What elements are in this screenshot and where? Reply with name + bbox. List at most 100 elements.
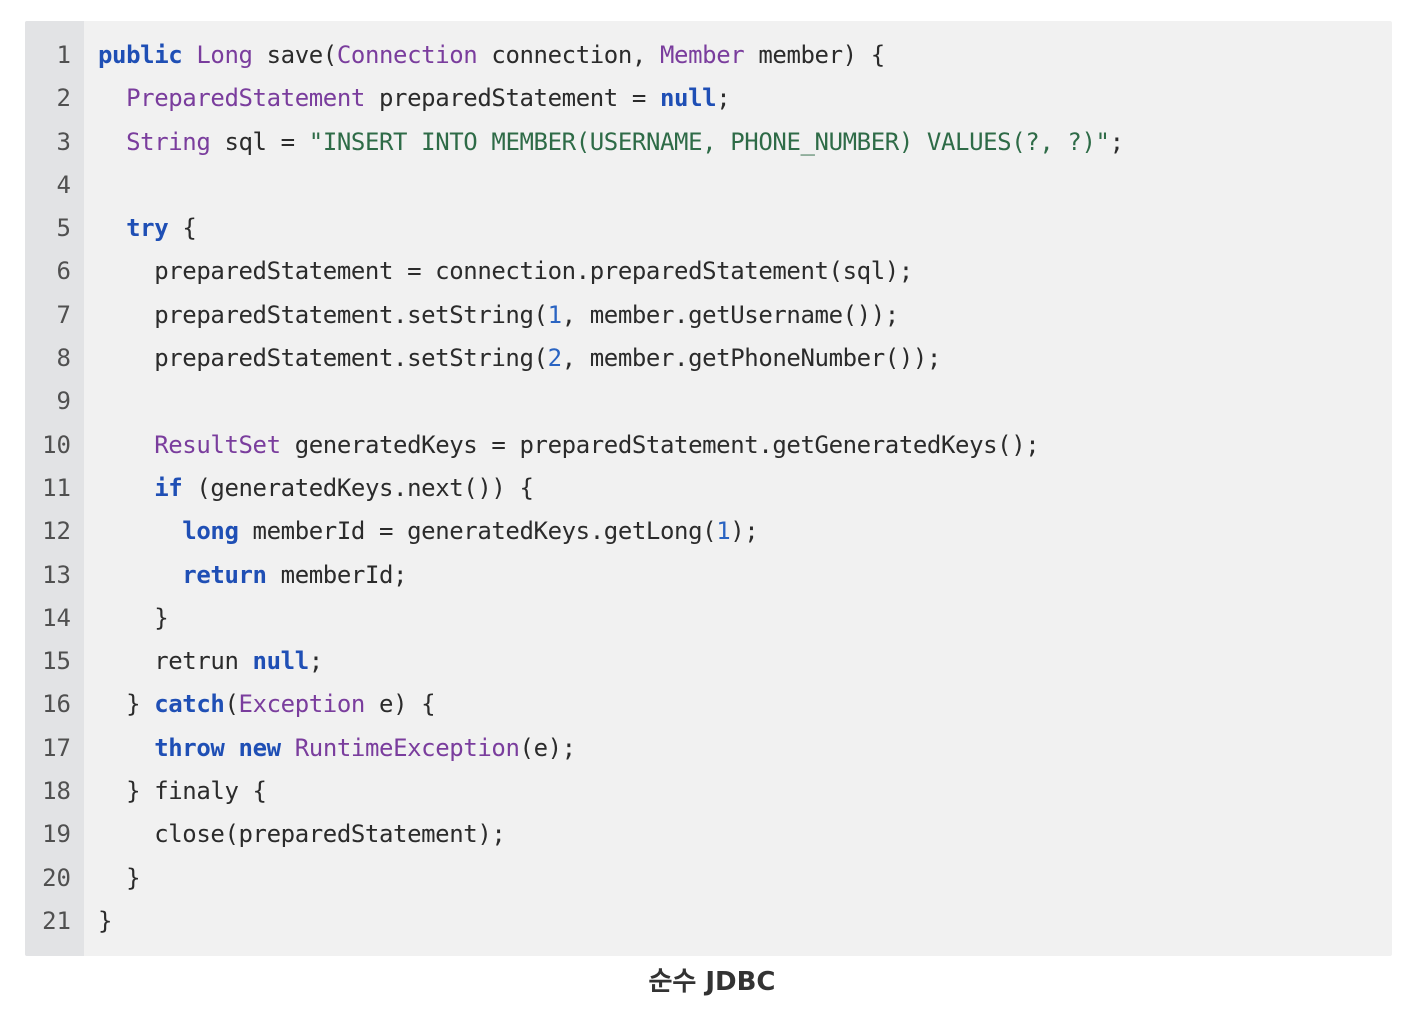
- code-line: [98, 380, 1392, 423]
- code-token: member) {: [744, 41, 885, 69]
- code-token: [98, 517, 182, 545]
- code-token: 1: [716, 517, 731, 546]
- code-token: if: [154, 473, 183, 502]
- code-line: throw new RuntimeException(e);: [98, 727, 1392, 770]
- code-token: PreparedStatement: [126, 84, 365, 113]
- code-token: 1: [547, 300, 562, 329]
- code-token: , member.getUsername());: [561, 300, 900, 329]
- line-number: 14: [42, 603, 71, 632]
- line-number: 1: [56, 41, 71, 69]
- code-line: public Long save(Connection connection, …: [98, 34, 1392, 77]
- line-number: 13: [42, 560, 71, 589]
- code-token: retrun: [98, 647, 253, 676]
- code-token: (generatedKeys.next()) {: [182, 473, 534, 502]
- code-line: long memberId = generatedKeys.getLong(1)…: [98, 510, 1392, 553]
- line-number: 15: [42, 647, 71, 676]
- code-token: sql =: [210, 127, 309, 156]
- code-line: PreparedStatement preparedStatement = nu…: [98, 77, 1392, 120]
- line-number: 7: [56, 300, 71, 329]
- code-token: e) {: [364, 690, 436, 719]
- code-token: close(preparedStatement);: [98, 820, 506, 849]
- line-number: 6: [56, 257, 71, 286]
- code-token: generatedKeys = preparedStatement.getGen…: [280, 430, 1040, 459]
- code-token: );: [730, 517, 759, 546]
- code-token: null: [252, 647, 310, 676]
- line-number: 20: [42, 863, 71, 892]
- code-token: }: [98, 863, 141, 892]
- code-token: ResultSet: [154, 430, 281, 459]
- code-line: } catch(Exception e) {: [98, 683, 1392, 726]
- code-content: public Long save(Connection connection, …: [84, 21, 1392, 956]
- code-line: String sql = "INSERT INTO MEMBER(USERNAM…: [98, 121, 1392, 164]
- code-caption: 순수 JDBC: [648, 967, 776, 997]
- code-token: {: [168, 214, 197, 243]
- line-number: 9: [56, 387, 71, 416]
- code-token: Exception: [238, 690, 366, 719]
- code-token: long: [182, 517, 239, 546]
- code-line: retrun null;: [98, 640, 1392, 683]
- code-token: 2: [547, 344, 562, 373]
- code-line: preparedStatement.setString(2, member.ge…: [98, 337, 1392, 380]
- code-line: }: [98, 597, 1392, 640]
- code-token: try: [126, 214, 169, 243]
- line-number: 8: [56, 344, 71, 373]
- code-token: memberId = generatedKeys.getLong(: [238, 517, 717, 546]
- code-token: , member.getPhoneNumber());: [561, 344, 942, 373]
- code-token: Member: [660, 41, 745, 69]
- code-token: [98, 84, 126, 112]
- line-number: 4: [56, 170, 71, 199]
- code-token: [98, 214, 126, 242]
- code-token: connection,: [477, 41, 660, 69]
- code-line: try {: [98, 207, 1392, 250]
- line-number: 21: [42, 906, 71, 935]
- code-token: ;: [716, 84, 731, 113]
- code-token: }: [98, 603, 169, 632]
- code-line: }: [98, 900, 1392, 943]
- code-token: [281, 734, 295, 762]
- code-line: close(preparedStatement);: [98, 813, 1392, 856]
- code-token: null: [660, 84, 717, 113]
- line-number: 11: [42, 473, 71, 502]
- code-line: if (generatedKeys.next()) {: [98, 467, 1392, 510]
- code-token: preparedStatement.setString(: [98, 344, 548, 373]
- code-token: "INSERT INTO MEMBER(USERNAME, PHONE_NUMB…: [308, 127, 1110, 156]
- code-token: [182, 41, 196, 69]
- code-line: [98, 164, 1392, 207]
- code-token: }: [98, 690, 155, 719]
- code-token: (e);: [519, 733, 577, 762]
- code-token: ;: [308, 647, 323, 676]
- line-number: 5: [56, 214, 71, 243]
- code-token: catch: [154, 690, 225, 719]
- code-token: preparedStatement =: [364, 84, 660, 113]
- code-token: preparedStatement = connection.preparedS…: [98, 257, 913, 286]
- code-token: }: [98, 906, 113, 935]
- code-token: [98, 431, 154, 459]
- line-number: 12: [42, 517, 71, 546]
- code-token: preparedStatement.setString(: [98, 300, 548, 329]
- code-token: (: [224, 690, 239, 719]
- code-line: ResultSet generatedKeys = preparedStatem…: [98, 424, 1392, 467]
- code-token: Long: [196, 41, 253, 69]
- code-token: [98, 128, 126, 156]
- code-token: save(: [252, 41, 338, 69]
- code-line: }: [98, 857, 1392, 900]
- code-token: String: [126, 127, 211, 156]
- code-token: RuntimeException: [294, 733, 520, 762]
- line-number: 18: [42, 777, 71, 806]
- code-token: new: [238, 733, 282, 762]
- code-token: } finaly {: [98, 777, 267, 806]
- line-number: 2: [56, 84, 71, 113]
- code-token: ;: [1109, 127, 1124, 156]
- code-token: public: [98, 41, 183, 69]
- code-line: } finaly {: [98, 770, 1392, 813]
- line-number: 17: [42, 733, 71, 762]
- code-token: Connection: [336, 41, 478, 69]
- line-number: 10: [42, 430, 71, 459]
- code-line: preparedStatement.setString(1, member.ge…: [98, 294, 1392, 337]
- code-token: [224, 734, 238, 762]
- code-token: return: [182, 560, 267, 589]
- code-line: return memberId;: [98, 554, 1392, 597]
- line-number: 19: [42, 820, 71, 849]
- line-number: 16: [42, 690, 71, 719]
